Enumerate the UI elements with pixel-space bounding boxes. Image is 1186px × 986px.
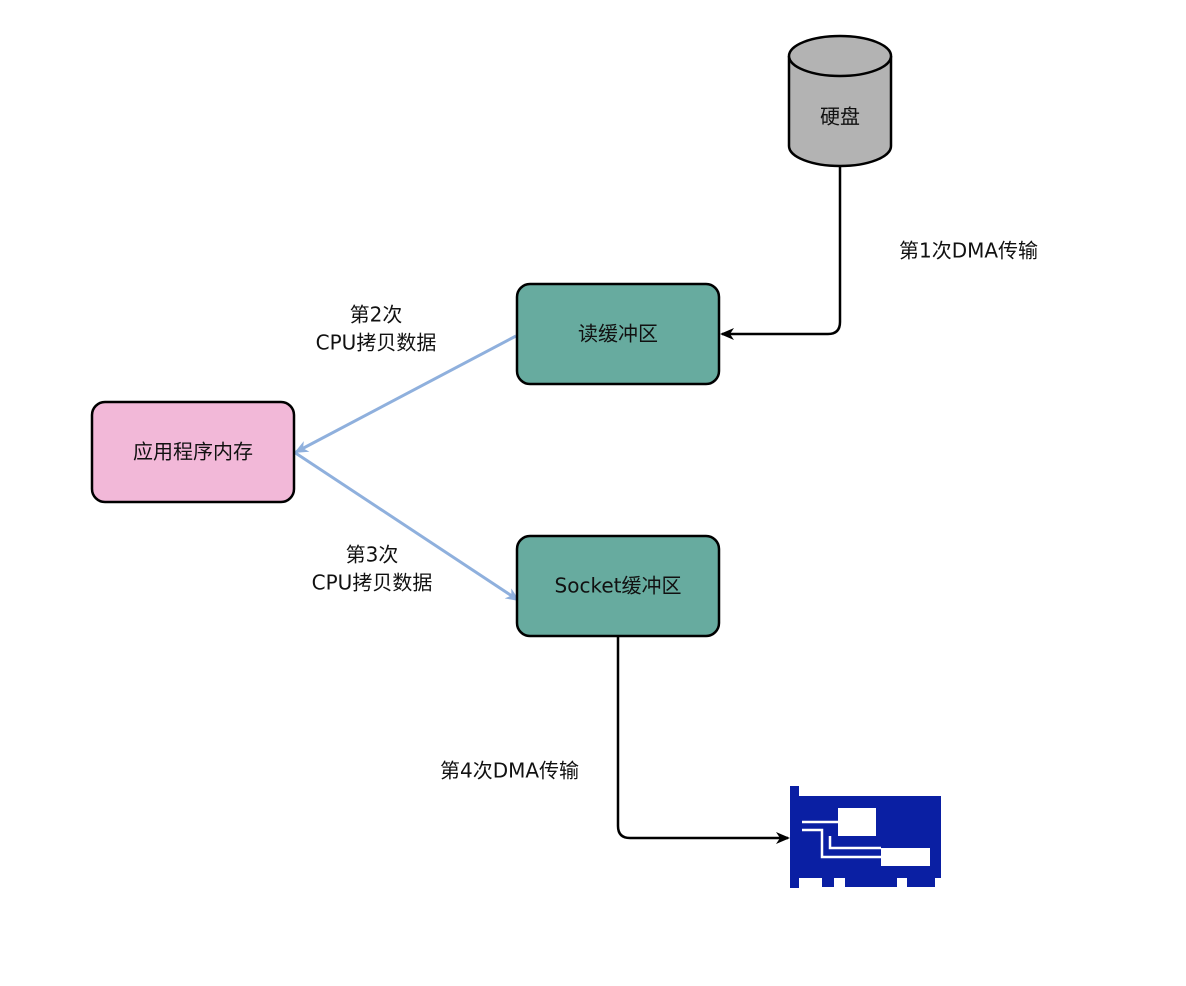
cpu3-label-line2: CPU拷贝数据 <box>312 571 433 595</box>
disk-node: 硬盘 <box>787 34 893 168</box>
socket-buffer-box <box>515 534 721 638</box>
socket-buffer-label: Socket缓冲区 <box>555 574 682 598</box>
socket-buffer-node: Socket缓冲区 <box>515 534 721 638</box>
disk-label: 硬盘 <box>820 105 860 129</box>
cpu2-label-line1: 第2次 <box>350 303 403 327</box>
network-card-icon <box>790 786 941 888</box>
cpu3-label-line1: 第3次 <box>346 543 399 567</box>
edge-socket-buffer-to-nic <box>616 636 790 844</box>
cpu3-label: 第3次 CPU拷贝数据 <box>312 543 433 595</box>
dma4-label: 第4次DMA传输 <box>440 759 579 783</box>
read-buffer-node: 读缓冲区 <box>515 282 721 386</box>
edge-read-buffer-to-app-memory <box>294 334 517 454</box>
cpu2-label: 第2次 CPU拷贝数据 <box>316 303 437 355</box>
app-memory-label: 应用程序内存 <box>133 440 253 464</box>
cpu2-label-line2: CPU拷贝数据 <box>316 331 437 355</box>
read-buffer-box <box>515 282 721 386</box>
edge-app-memory-to-socket-buffer <box>293 450 520 602</box>
disk-cylinder-top <box>787 34 893 78</box>
disk-cylinder-body <box>787 56 893 168</box>
read-buffer-label: 读缓冲区 <box>578 322 658 346</box>
app-memory-box <box>90 400 296 504</box>
dma1-label: 第1次DMA传输 <box>899 239 1038 263</box>
edge-disk-to-read-buffer <box>720 166 842 340</box>
app-memory-node: 应用程序内存 <box>90 400 296 504</box>
